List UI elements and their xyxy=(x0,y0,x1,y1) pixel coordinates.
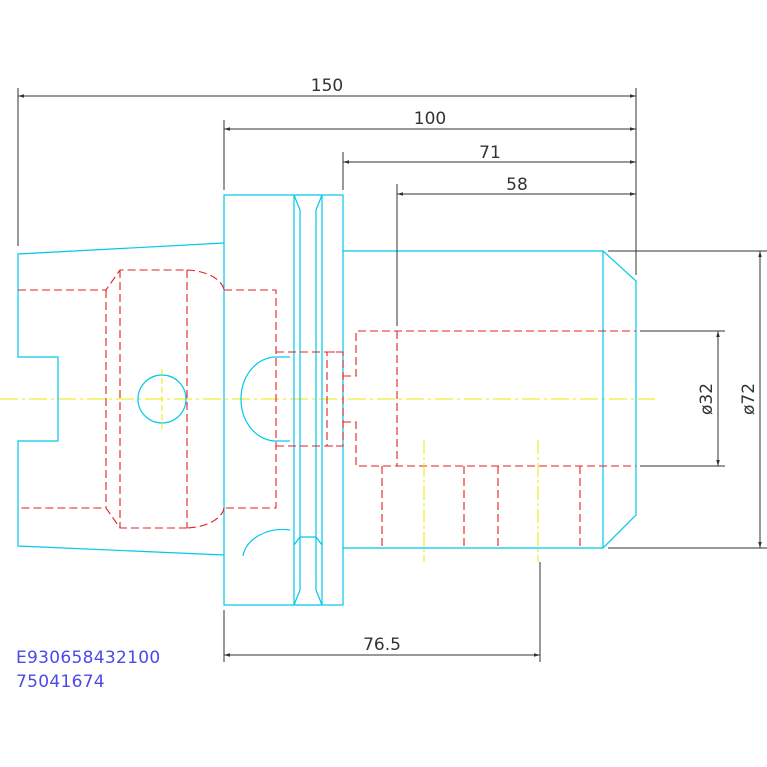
dimension-lines xyxy=(17,88,767,662)
dim-text-71: 71 xyxy=(479,143,501,163)
dim-text-d72: ø72 xyxy=(739,383,759,415)
dim-text-d32: ø32 xyxy=(697,383,717,415)
dim-text-150: 150 xyxy=(311,76,343,96)
dim-text-76-5: 76.5 xyxy=(363,635,401,655)
hidden-lines xyxy=(18,269,636,548)
part-code-secondary: 75041674 xyxy=(16,672,105,692)
part-outline xyxy=(17,194,637,606)
center-marks xyxy=(161,369,539,562)
part-code-primary: E930658432100 xyxy=(16,648,161,668)
dim-text-100: 100 xyxy=(414,109,446,129)
dim-text-58: 58 xyxy=(506,175,528,195)
